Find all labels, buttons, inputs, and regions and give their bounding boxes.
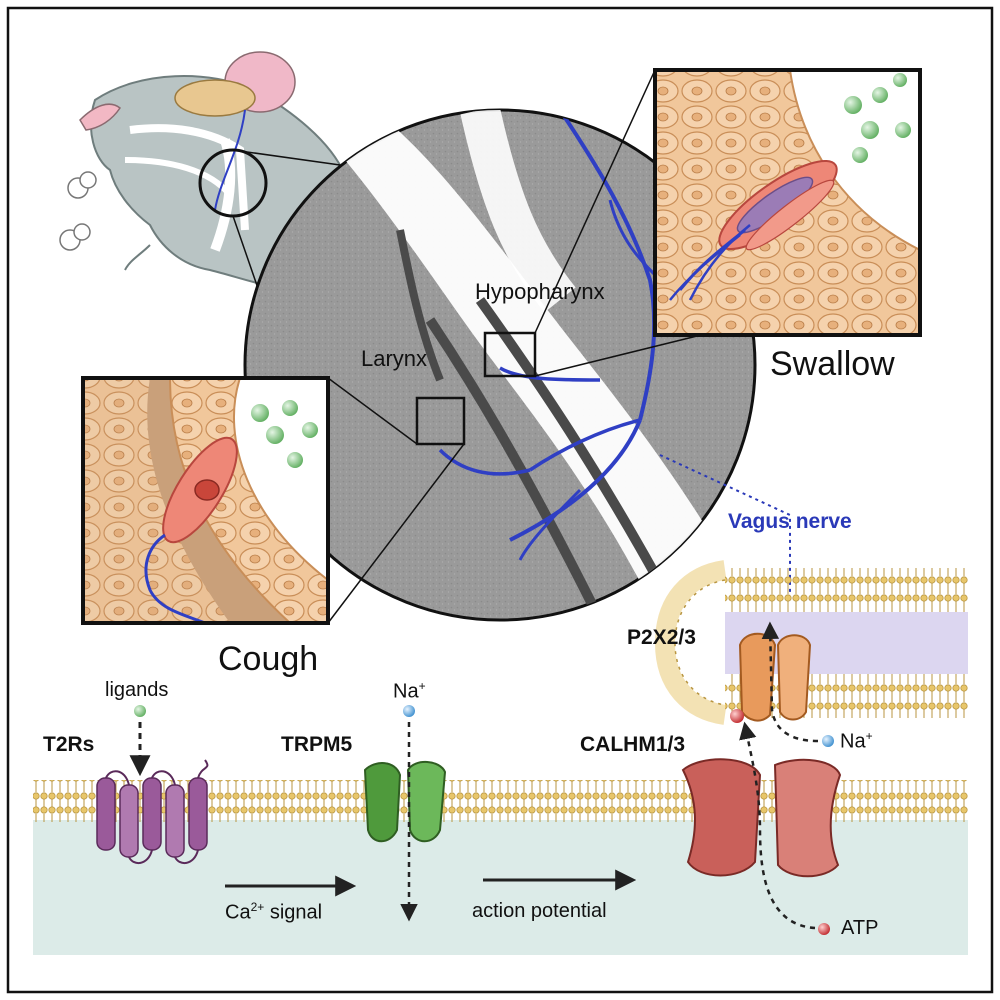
atp-ball (818, 923, 830, 935)
trpm5-label: TRPM5 (281, 733, 353, 756)
zoom-circle-pharynx (243, 108, 757, 622)
na-right-label: Na+ (840, 729, 873, 753)
na-top-label: Na+ (393, 679, 426, 703)
swallow-label: Swallow (770, 345, 895, 383)
calhm-label: CALHM1/3 (580, 733, 686, 756)
p2x-channel (738, 632, 812, 722)
larynx-label: Larynx (361, 346, 428, 371)
vagus-nerve-label: Vagus nerve (728, 510, 852, 533)
nerve-membrane (654, 560, 968, 725)
atp-release-arrow (739, 721, 816, 930)
t2rs-receptor (96, 759, 209, 864)
na-ball-top (403, 705, 415, 717)
hypopharynx-label: Hypopharynx (475, 279, 605, 304)
swallow-inset (653, 68, 922, 337)
ligand-ball (134, 705, 146, 717)
na-ball-right (822, 735, 834, 747)
ligands-label: ligands (105, 679, 169, 701)
action-potential-label: action potential (472, 900, 607, 922)
calhm-channel (681, 758, 842, 878)
ca-signal-label: Ca2+ signal (225, 900, 323, 924)
cough-inset (81, 376, 330, 625)
hypopharynx-box (483, 331, 537, 378)
larynx-box (415, 396, 466, 446)
trpm5-channel (363, 761, 447, 843)
p2x-label: P2X2/3 (627, 626, 696, 649)
na-nerve-arrow (761, 621, 819, 743)
t2rs-label: T2Rs (43, 733, 95, 756)
cough-label: Cough (218, 640, 319, 678)
atp-ball-upper (730, 709, 744, 723)
atp-label: ATP (841, 917, 879, 939)
